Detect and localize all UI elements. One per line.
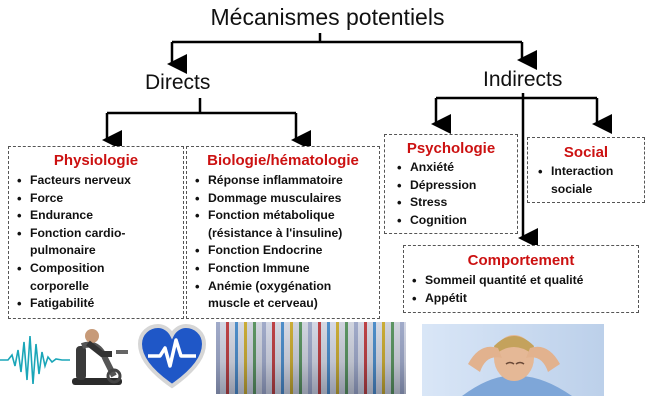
list-item: Composition — [13, 260, 183, 278]
tired-person-photo — [422, 324, 604, 396]
list-item: Sommeil quantité et qualité — [408, 272, 638, 290]
social-list: Interaction sociale — [534, 163, 644, 198]
list-item-continuation: (résistance à l'insuline) — [208, 225, 343, 240]
sound-wave-icon — [0, 335, 70, 385]
exercise-bike-icon — [72, 329, 128, 385]
list-item-continuation: sociale — [551, 181, 593, 196]
list-item: Cognition — [393, 212, 517, 230]
physiology-box: Physiologie Facteurs nerveux Force Endur… — [8, 146, 184, 319]
branch-indirect-label: Indirects — [483, 68, 563, 91]
diagram-title: Mécanismes potentiels — [210, 4, 445, 30]
physiology-list: Facteurs nerveux Force Endurance Fonctio… — [13, 172, 183, 313]
list-item: Stress — [393, 194, 517, 212]
social-box: Social Interaction sociale — [527, 137, 645, 203]
list-item: Force — [13, 190, 183, 208]
list-item: Facteurs nerveux — [13, 172, 183, 190]
list-item-continuation: corporelle — [30, 278, 89, 293]
behavior-list: Sommeil quantité et qualité Appétit — [408, 272, 638, 307]
psychology-box: Psychologie Anxiété Dépression Stress Co… — [384, 134, 518, 234]
list-item: Endurance — [13, 207, 183, 225]
biology-title: Biologie/hématologie — [207, 152, 359, 169]
social-title: Social — [563, 144, 609, 161]
test-tubes-photo — [216, 322, 406, 394]
list-item: Fonction cardio- — [13, 225, 183, 243]
branch-direct-label: Directs — [145, 71, 211, 94]
list-item: Fonction métabolique — [191, 207, 379, 225]
list-item: Dommage musculaires — [191, 190, 379, 208]
list-item-continuation: pulmonaire — [30, 243, 96, 258]
psychology-list: Anxiété Dépression Stress Cognition — [393, 159, 517, 229]
list-item: Fatigabilité — [13, 295, 183, 313]
biology-box: Biologie/hématologie Réponse inflammatoi… — [186, 146, 380, 319]
heart-rate-icon — [137, 323, 207, 389]
physiology-title: Physiologie — [53, 152, 139, 169]
list-item: Appétit — [408, 290, 638, 308]
psychology-title: Psychologie — [406, 140, 496, 157]
list-item: Dépression — [393, 177, 517, 195]
list-item: Fonction Immune — [191, 260, 379, 278]
list-item: Réponse inflammatoire — [191, 172, 379, 190]
biology-list: Réponse inflammatoire Dommage musculaire… — [191, 172, 379, 313]
behavior-box: Comportement Sommeil quantité et qualité… — [403, 245, 639, 313]
list-item: Anémie (oxygénation — [191, 278, 379, 296]
behavior-title: Comportement — [467, 252, 575, 269]
list-item: Interaction — [534, 163, 644, 181]
list-item: Anxiété — [393, 159, 517, 177]
list-item-continuation: muscle et cerveau) — [208, 296, 318, 311]
list-item: Fonction Endocrine — [191, 242, 379, 260]
